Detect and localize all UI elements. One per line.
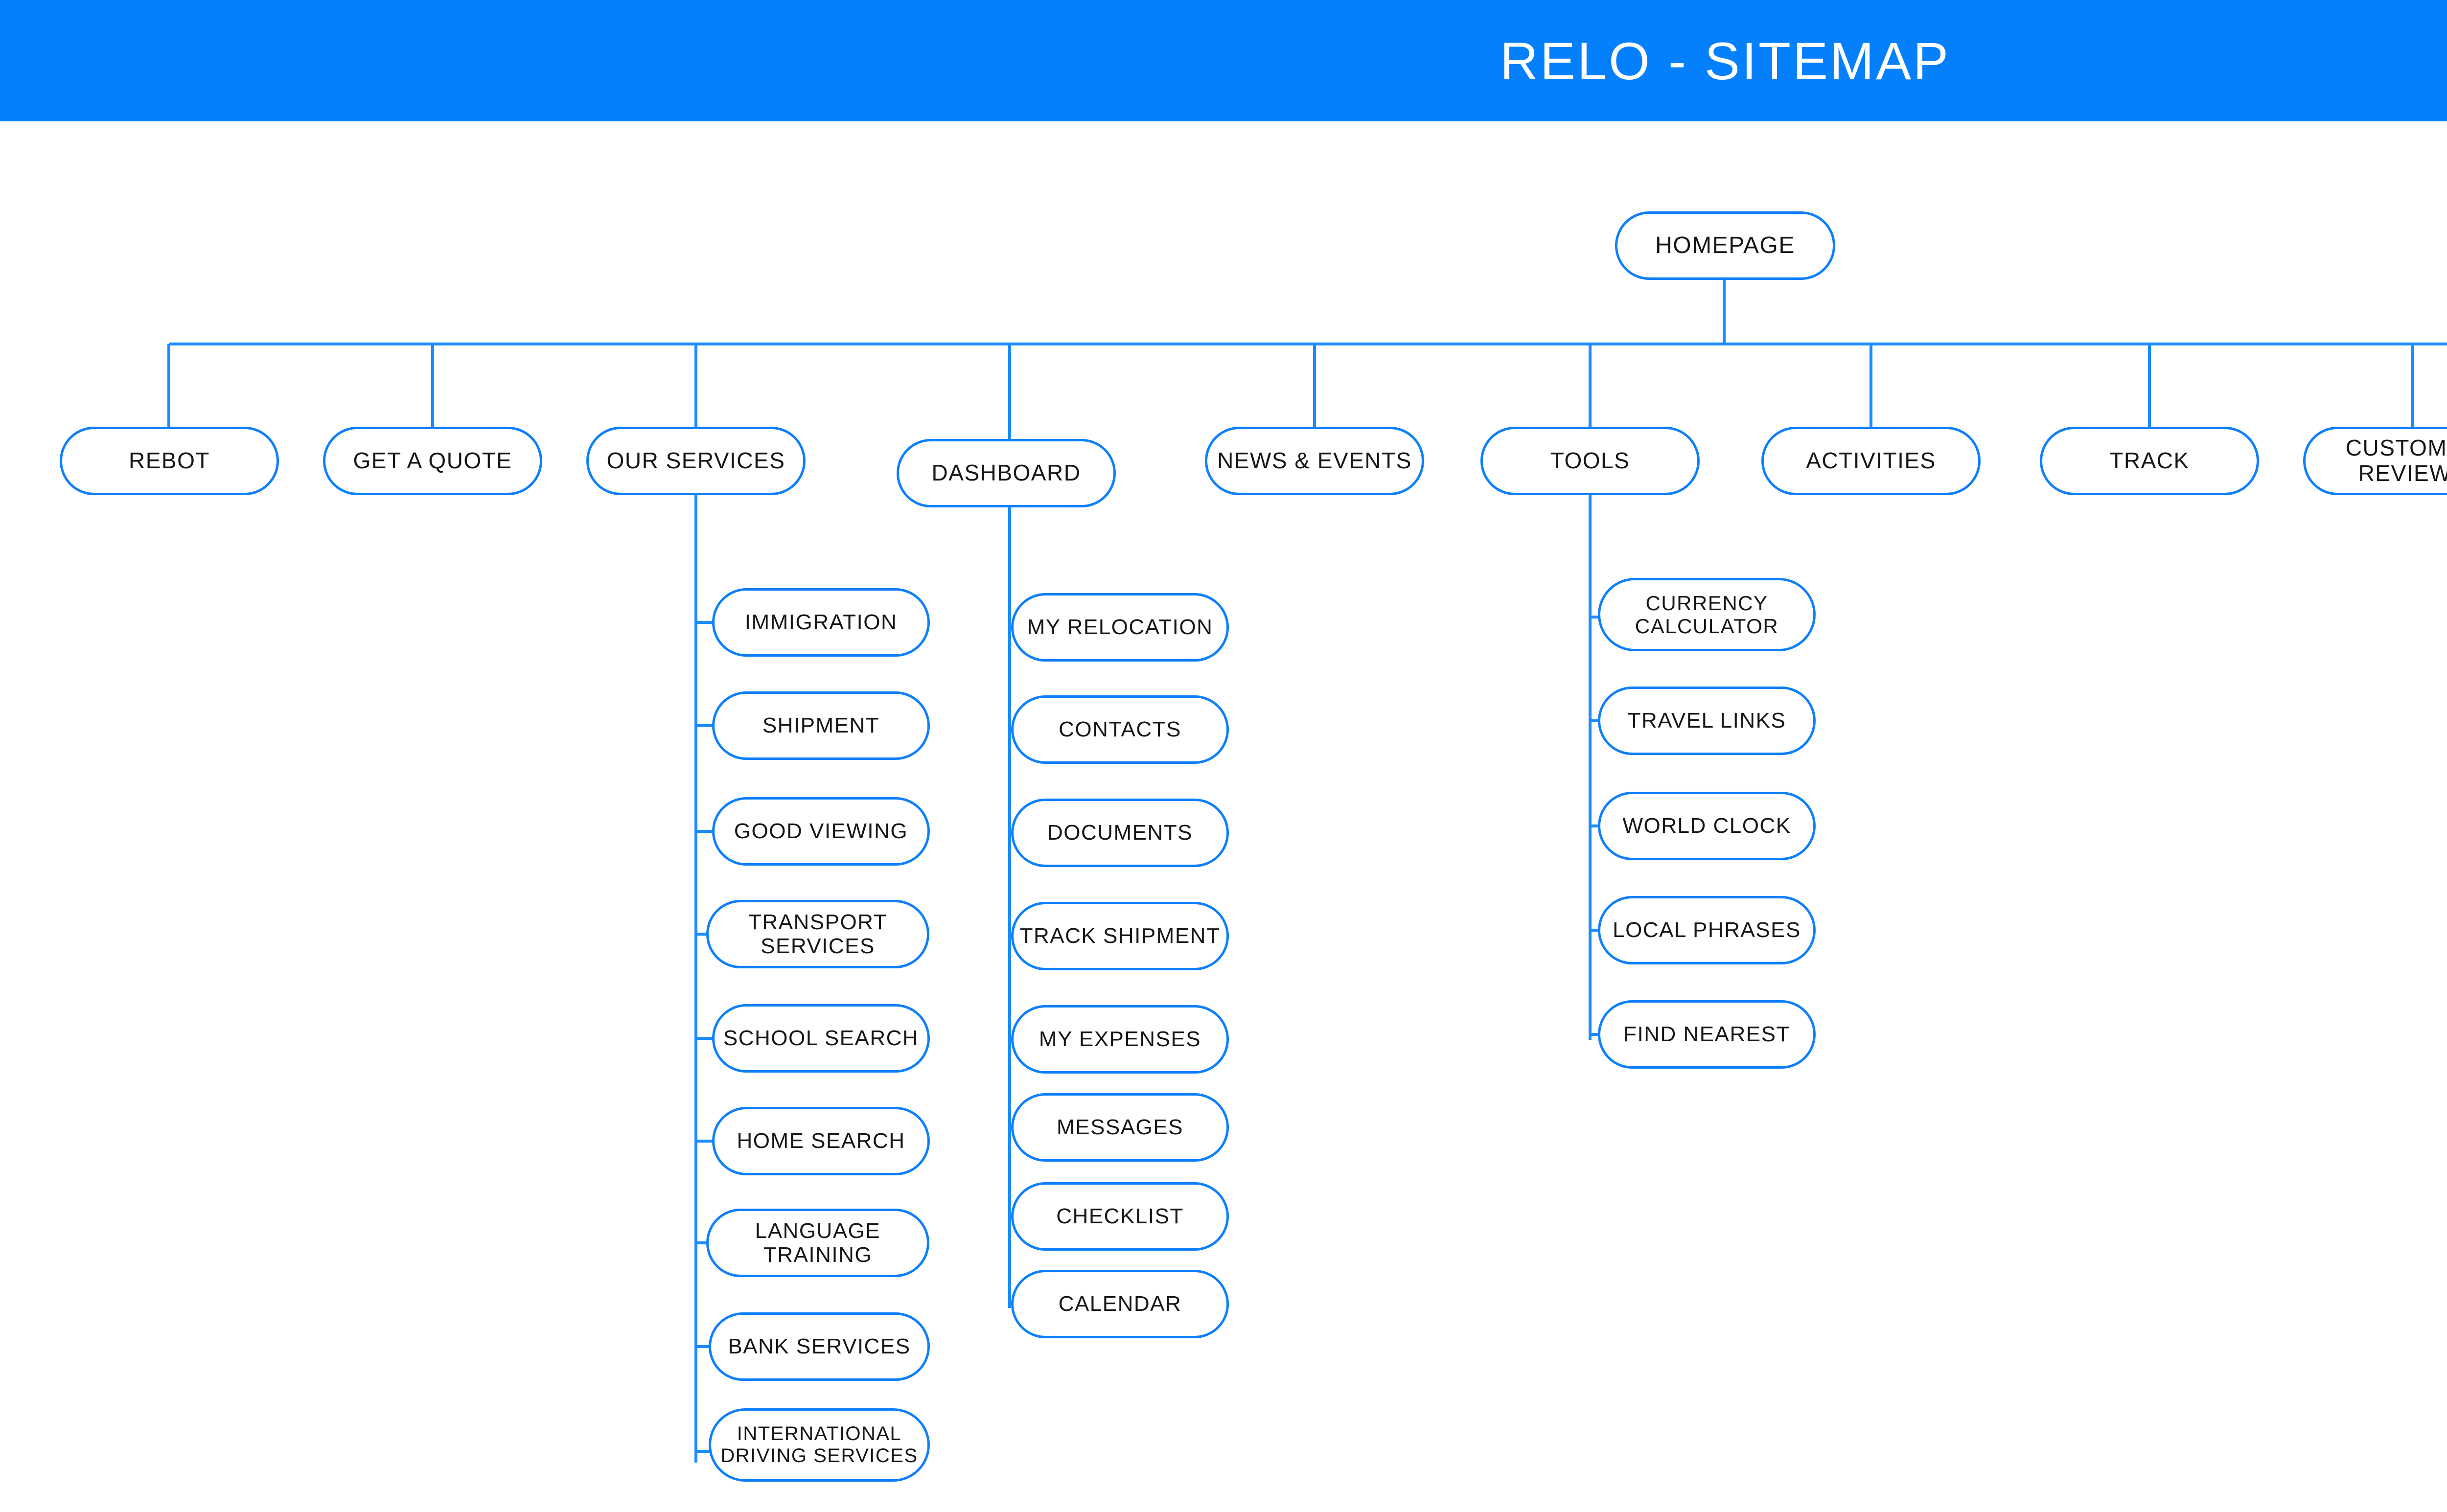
node-label: REBOT [129,448,210,474]
node-language-training[interactable]: LANGUAGE TRAINING [706,1209,929,1277]
node-label: CURRENCY CALCULATOR [1635,591,1779,638]
node-label: CALENDAR [1058,1292,1182,1316]
node-rebot[interactable]: REBOT [60,427,279,495]
node-local-phrases[interactable]: LOCAL PHRASES [1598,896,1816,964]
node-checklist[interactable]: CHECKLIST [1011,1182,1229,1251]
node-label: MY RELOCATION [1027,615,1213,640]
node-home-search[interactable]: HOME SEARCH [712,1107,930,1175]
node-transport-services[interactable]: TRANSPORT SERVICES [706,900,929,968]
node-track-shipment[interactable]: TRACK SHIPMENT [1011,902,1229,970]
node-my-relocation[interactable]: MY RELOCATION [1011,593,1229,662]
node-find-nearest[interactable]: FIND NEAREST [1598,1000,1816,1069]
node-international-driving-services[interactable]: INTERNATIONAL DRIVING SERVICES [709,1408,930,1482]
node-messages[interactable]: MESSAGES [1011,1093,1229,1162]
node-track[interactable]: TRACK [2040,427,2259,495]
node-label: IMMIGRATION [744,610,898,635]
node-dashboard[interactable]: DASHBOARD [897,439,1116,507]
node-label: NEWS & EVENTS [1217,448,1412,474]
node-label: TOOLS [1550,448,1630,474]
node-shipment[interactable]: SHIPMENT [712,691,930,760]
node-label: MY EXPENSES [1039,1027,1201,1052]
node-label: FIND NEAREST [1623,1022,1790,1047]
node-label: DOCUMENTS [1047,821,1193,845]
node-currency-calculator[interactable]: CURRENCY CALCULATOR [1598,578,1816,651]
node-label: DASHBOARD [931,460,1081,486]
node-label: TRACK SHIPMENT [1019,924,1221,948]
node-get-a-quote[interactable]: GET A QUOTE [323,427,542,495]
node-activities[interactable]: ACTIVITIES [1761,427,1981,495]
node-travel-links[interactable]: TRAVEL LINKS [1598,687,1816,755]
node-label: GET A QUOTE [353,448,512,474]
node-label: CHECKLIST [1056,1204,1184,1229]
node-our-services[interactable]: OUR SERVICES [586,427,806,495]
node-label: LANGUAGE TRAINING [755,1218,881,1267]
node-label: OUR SERVICES [606,448,785,474]
node-label: LOCAL PHRASES [1613,918,1801,942]
page-header: RELO - SITEMAP [0,0,2447,121]
page-title: RELO - SITEMAP [1500,31,1951,91]
node-label: CUSTOMER REVIEWS [2345,435,2447,486]
node-homepage[interactable]: HOMEPAGE [1615,211,1835,280]
node-label: GOOD VIEWING [734,819,908,844]
node-label: TRANSPORT SERVICES [748,910,888,958]
node-label: ACTIVITIES [1806,448,1936,474]
node-label: SHIPMENT [762,713,880,738]
node-customer-reviews[interactable]: CUSTOMER REVIEWS [2303,427,2447,495]
node-label: TRAVEL LINKS [1627,709,1786,733]
node-my-expenses[interactable]: MY EXPENSES [1011,1005,1229,1074]
node-news-and-events[interactable]: NEWS & EVENTS [1205,427,1424,495]
node-label: TRACK [2109,448,2190,474]
node-label: INTERNATIONAL DRIVING SERVICES [720,1423,918,1466]
node-label: MESSAGES [1057,1115,1183,1140]
node-tools[interactable]: TOOLS [1480,427,1700,495]
node-contacts[interactable]: CONTACTS [1011,695,1229,764]
node-label: SCHOOL SEARCH [723,1026,919,1051]
node-school-search[interactable]: SCHOOL SEARCH [712,1004,930,1073]
node-label: BANK SERVICES [728,1334,911,1359]
node-documents[interactable]: DOCUMENTS [1011,799,1229,867]
node-label: HOMEPAGE [1655,232,1795,259]
node-label: WORLD CLOCK [1622,814,1791,838]
node-world-clock[interactable]: WORLD CLOCK [1598,792,1816,860]
node-calendar[interactable]: CALENDAR [1011,1270,1229,1338]
node-bank-services[interactable]: BANK SERVICES [709,1312,930,1381]
node-immigration[interactable]: IMMIGRATION [712,588,930,657]
node-good-viewing[interactable]: GOOD VIEWING [712,797,930,866]
node-label: HOME SEARCH [737,1129,905,1153]
node-label: CONTACTS [1059,717,1181,742]
